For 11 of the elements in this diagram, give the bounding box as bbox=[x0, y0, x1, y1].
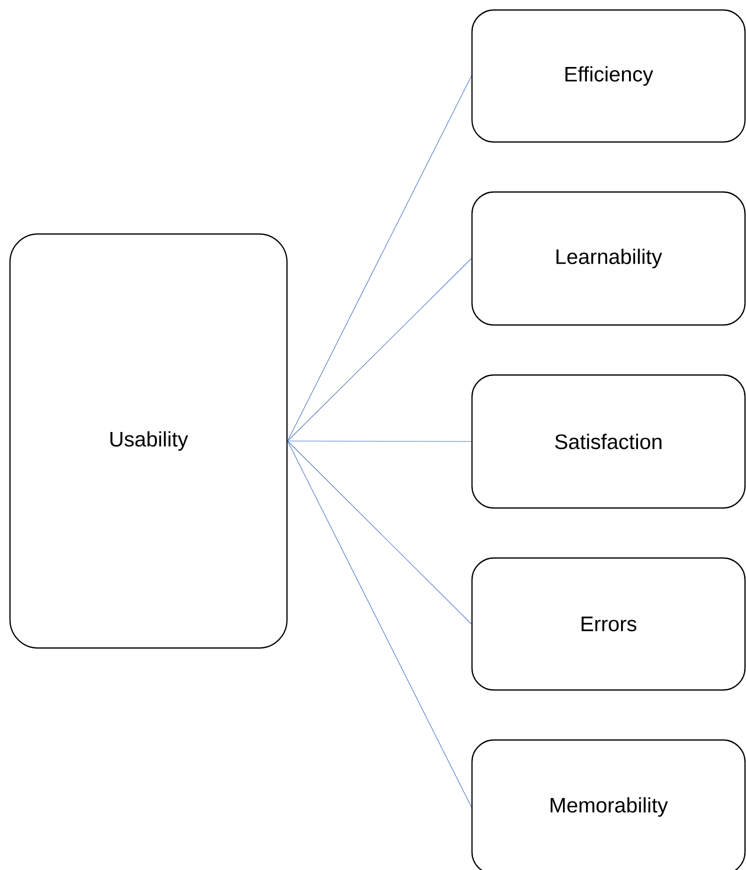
connector-line bbox=[287, 440, 472, 808]
connector-line bbox=[287, 258, 472, 442]
connector-line bbox=[287, 76, 472, 442]
rounded-box: Satisfaction bbox=[471, 374, 746, 509]
connector-line bbox=[287, 440, 472, 442]
rounded-box: Usability bbox=[9, 233, 288, 649]
rounded-box: Efficiency bbox=[471, 9, 746, 143]
rounded-box: Errors bbox=[471, 557, 746, 691]
connector-line bbox=[287, 440, 472, 624]
rounded-box: Learnability bbox=[471, 191, 746, 326]
rounded-box: Memorability bbox=[471, 739, 746, 870]
